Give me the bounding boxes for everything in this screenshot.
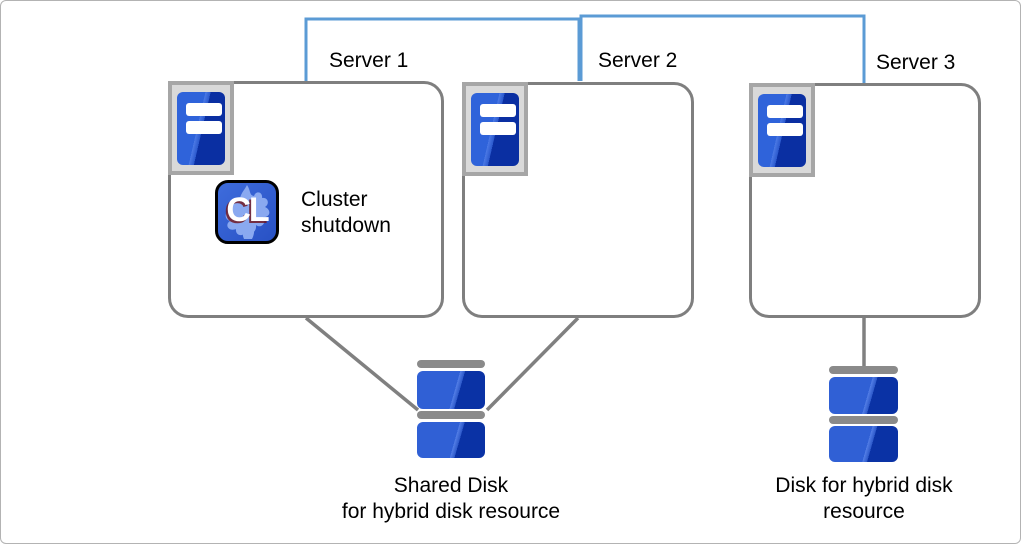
hybrid-disk-label-line2: resource bbox=[823, 500, 905, 523]
server-tower-icon bbox=[758, 94, 806, 167]
disk-connector-server1 bbox=[304, 316, 420, 412]
shared-disk-icon bbox=[417, 360, 485, 368]
hybrid-disk-icon bbox=[829, 426, 898, 462]
tower-slot-bar bbox=[480, 122, 516, 135]
cluster-icon-letters: CL bbox=[226, 191, 269, 229]
shared-disk-label-line2: for hybrid disk resource bbox=[341, 500, 561, 523]
server1-label: Server 1 bbox=[329, 49, 409, 72]
server-tower-icon bbox=[471, 93, 519, 166]
server3-label: Server 3 bbox=[876, 51, 956, 74]
interconnect-line-server1-server2 bbox=[304, 17, 581, 81]
shared-disk-label-line1: Shared Disk bbox=[393, 474, 509, 497]
cluster-shutdown-label-line1: Cluster bbox=[301, 188, 368, 211]
cluster-shutdown-label: Cluster shutdown bbox=[301, 187, 391, 239]
tower-slot-bar bbox=[767, 123, 803, 136]
hybrid-disk-label: Disk for hybrid disk resource bbox=[739, 473, 989, 525]
tower-slot-bar bbox=[186, 103, 222, 116]
server2-label: Server 2 bbox=[598, 49, 678, 72]
cluster-splat-shape bbox=[225, 185, 270, 239]
shared-disk-label: Shared Disk for hybrid disk resource bbox=[301, 473, 601, 525]
server3-icon bbox=[749, 83, 815, 177]
tower-slot-bar bbox=[186, 121, 222, 134]
server2-box bbox=[462, 82, 694, 318]
hybrid-disk-icon bbox=[829, 377, 898, 414]
server2-icon bbox=[462, 82, 528, 176]
shared-disk-icon bbox=[417, 422, 485, 458]
server-tower-icon bbox=[177, 92, 225, 165]
shared-disk-icon bbox=[417, 411, 485, 419]
hybrid-disk-icon bbox=[829, 366, 898, 374]
tower-slot-bar bbox=[767, 105, 803, 118]
cluster-shutdown-label-line2: shutdown bbox=[301, 214, 391, 237]
interconnect-line-server2-server3 bbox=[579, 14, 866, 83]
hybrid-disk-icon bbox=[829, 416, 898, 424]
hybrid-disk-label-line1: Disk for hybrid disk bbox=[775, 474, 953, 497]
shared-disk-icon bbox=[417, 371, 485, 409]
server1-icon bbox=[168, 81, 234, 175]
tower-slot-bar bbox=[480, 104, 516, 117]
cluster-app-icon: CL bbox=[215, 180, 279, 244]
disk-connector-server2 bbox=[485, 316, 580, 412]
